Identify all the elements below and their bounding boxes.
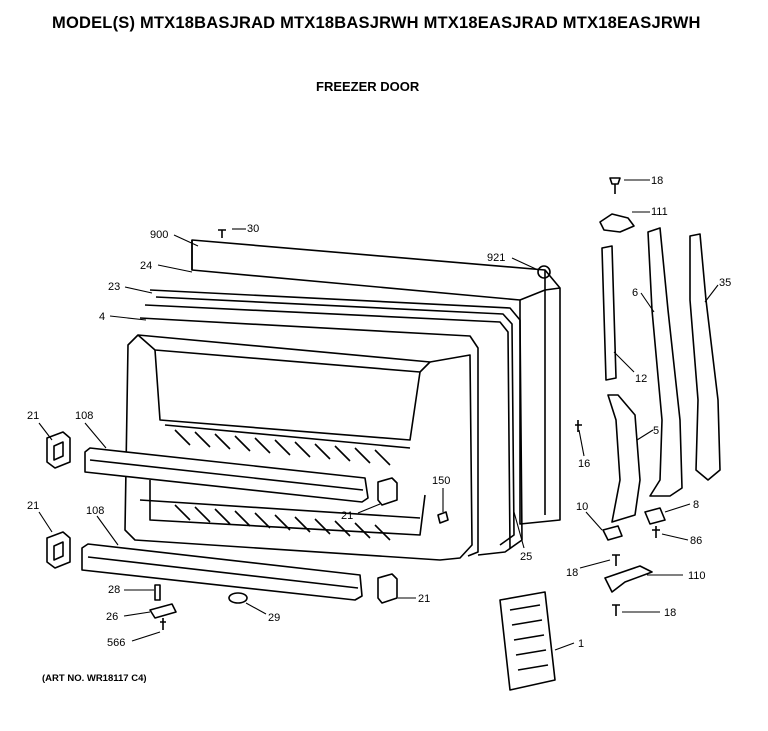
callout-label: 86 bbox=[690, 535, 702, 547]
callout-label: 18 bbox=[664, 607, 676, 619]
callout-label: 108 bbox=[86, 505, 104, 517]
callout-label: 5 bbox=[653, 425, 659, 437]
callout-label: 21 bbox=[27, 410, 39, 422]
callout-label: 4 bbox=[99, 311, 105, 323]
callout-labels: 900 30 24 23 4 921 18 111 6 35 12 5 16 2… bbox=[27, 175, 731, 650]
inner-liner bbox=[124, 334, 473, 561]
model-title: MODEL(S) MTX18BASJRAD MTX18BASJRWH MTX18… bbox=[52, 14, 701, 32]
callout-label: 921 bbox=[487, 252, 505, 264]
callout-label: 24 bbox=[140, 260, 152, 272]
instruction-booklet bbox=[499, 591, 556, 691]
shelf-bars bbox=[81, 447, 369, 601]
callout-label: 10 bbox=[576, 501, 588, 513]
callout-label: 35 bbox=[719, 277, 731, 289]
bar-end-caps bbox=[46, 431, 398, 604]
callout-label: 566 bbox=[107, 637, 125, 649]
callout-label: 23 bbox=[108, 281, 120, 293]
door-panel bbox=[191, 239, 561, 525]
leader-lines bbox=[38, 179, 719, 651]
callout-label: 900 bbox=[150, 229, 168, 241]
callout-label: 12 bbox=[635, 373, 647, 385]
callout-label: 25 bbox=[520, 551, 532, 563]
gasket-frames bbox=[139, 289, 523, 557]
callout-label: 26 bbox=[106, 611, 118, 623]
callout-label: 21 bbox=[27, 500, 39, 512]
callout-label: 150 bbox=[432, 475, 450, 487]
diagram-title: FREEZER DOOR bbox=[316, 79, 420, 94]
hinge-parts bbox=[575, 177, 721, 593]
callout-label: 21 bbox=[341, 510, 353, 522]
callout-label: 1 bbox=[578, 638, 584, 650]
callout-label: 29 bbox=[268, 612, 280, 624]
callout-label: 18 bbox=[651, 175, 663, 187]
callout-label: 16 bbox=[578, 458, 590, 470]
callout-label: 108 bbox=[75, 410, 93, 422]
callout-label: 8 bbox=[693, 499, 699, 511]
callout-label: 18 bbox=[566, 567, 578, 579]
callout-label: 28 bbox=[108, 584, 120, 596]
callout-label: 6 bbox=[632, 287, 638, 299]
callout-label: 110 bbox=[688, 570, 706, 582]
callout-label: 21 bbox=[418, 593, 430, 605]
callout-label: 30 bbox=[247, 223, 259, 235]
art-number: (ART NO. WR18117 C4) bbox=[42, 673, 147, 684]
small-hardware bbox=[149, 229, 660, 630]
callout-label: 111 bbox=[651, 206, 668, 218]
